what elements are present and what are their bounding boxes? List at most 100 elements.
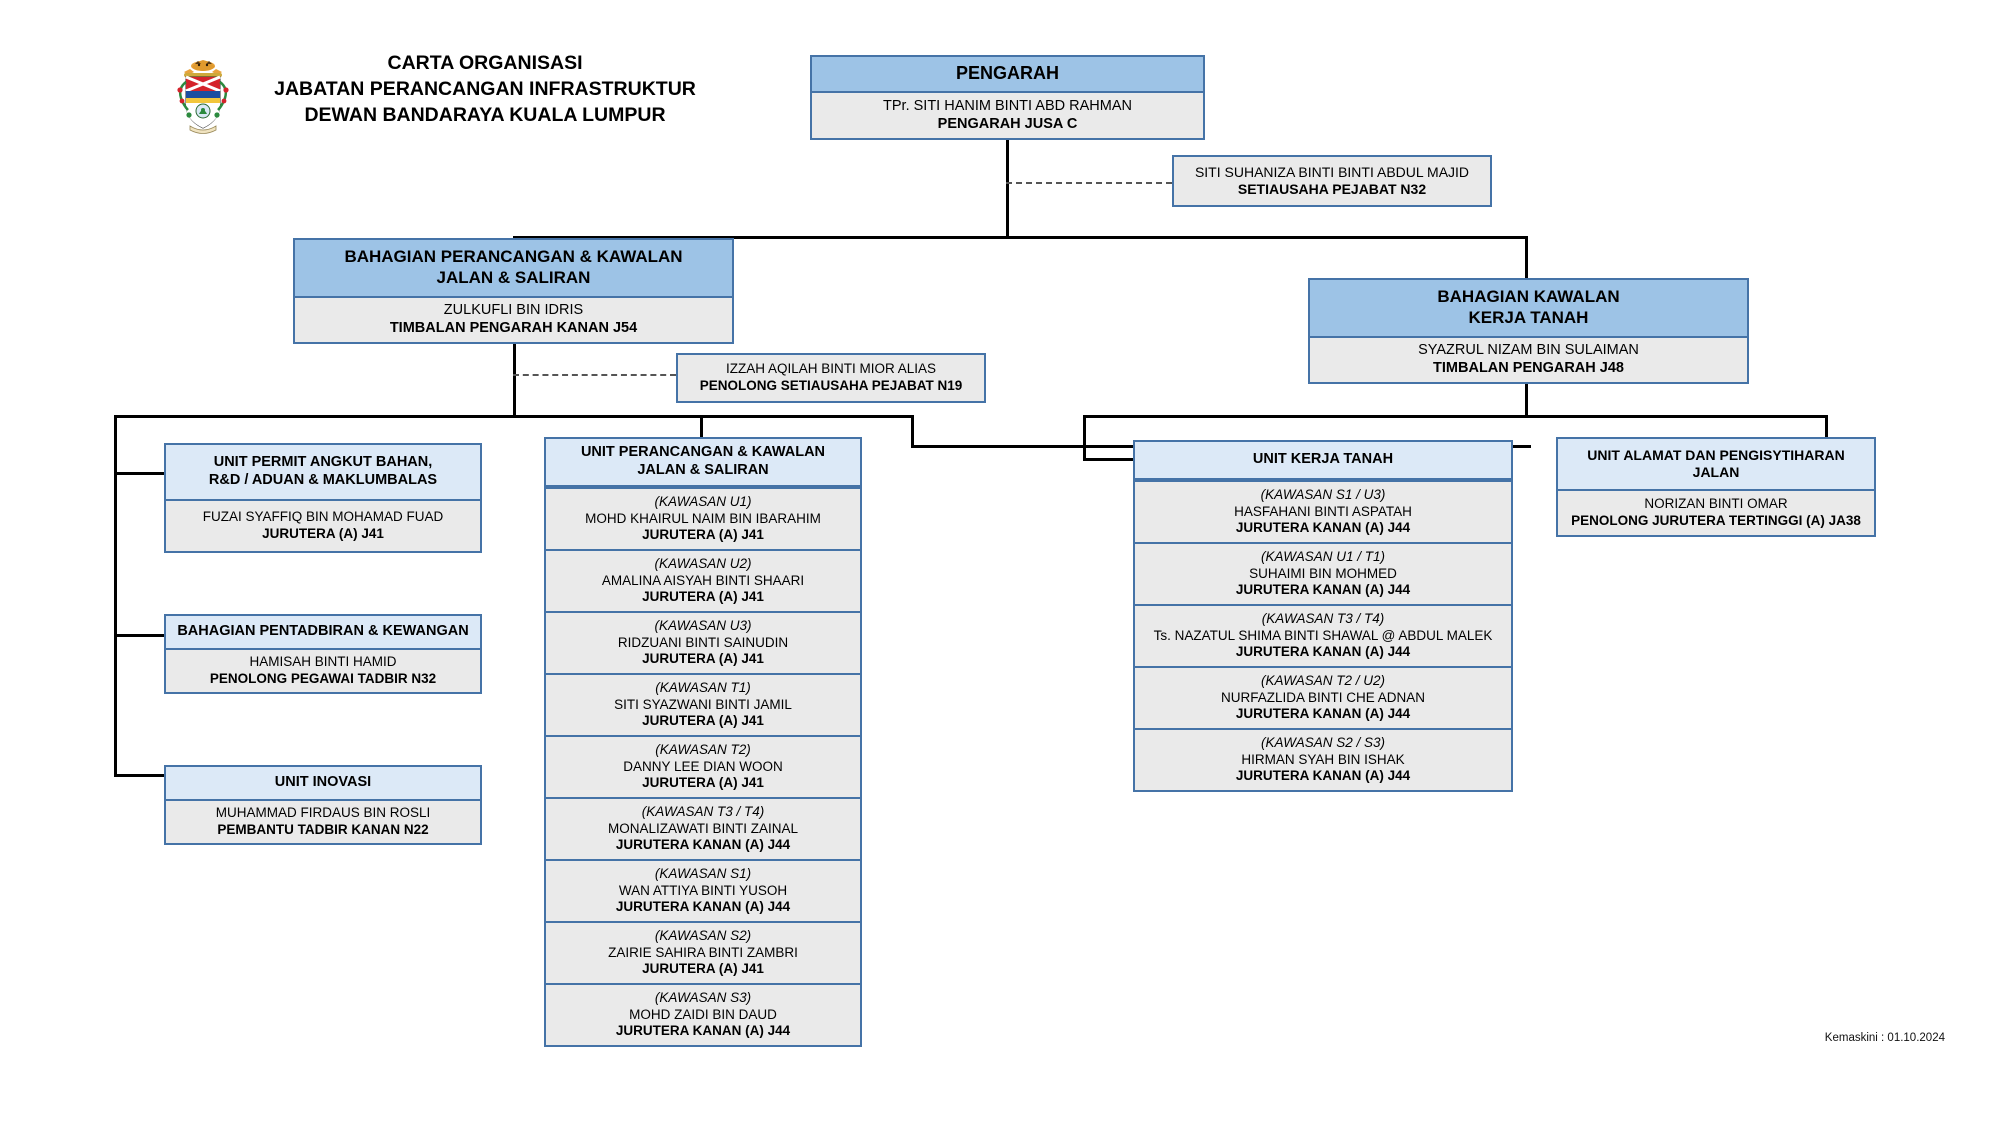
zone-row-area: (KAWASAN S2)	[654, 927, 752, 943]
zone-row-position: JURUTERA (A) J41	[642, 713, 764, 729]
node-division-left-title-line-2: JALAN & SALIRAN	[436, 268, 591, 287]
node-division-left-secretary[interactable]: IZZAH AQILAH BINTI MIOR ALIAS PENOLONG S…	[676, 353, 986, 403]
node-unit-pentadbiran[interactable]: BAHAGIAN PENTADBIRAN & KEWANGAN HAMISAH …	[164, 614, 482, 694]
node-unit-alamat-title-line-1: UNIT ALAMAT DAN PENGISYTIHARAN	[1587, 446, 1845, 463]
connector-to-unit-inovasi	[114, 774, 164, 777]
node-director[interactable]: PENGARAH TPr. SITI HANIM BINTI ABD RAHMA…	[810, 55, 1205, 140]
zone-row-position: JURUTERA (A) J41	[642, 651, 764, 667]
node-director-position: PENGARAH JUSA C	[937, 115, 1078, 132]
node-division-right-title: BAHAGIAN KAWALAN KERJA TANAH	[1310, 280, 1747, 338]
zone-row-area: (KAWASAN S1)	[654, 865, 752, 881]
node-director-secretary-position: SETIAUSAHA PEJABAT N32	[1237, 181, 1427, 197]
node-unit-perancangan-title-line-1: UNIT PERANCANGAN & KAWALAN	[580, 444, 826, 461]
zone-row-name: RIDZUANI BINTI SAINUDIN	[617, 634, 789, 650]
chart-title-block: CARTA ORGANISASI JABATAN PERANCANGAN INF…	[170, 50, 730, 140]
node-unit-permit-position: JURUTERA (A) J41	[262, 526, 384, 541]
node-unit-permit-title-line-2: R&D / ADUAN & MAKLUMBALAS	[208, 472, 438, 488]
zone-row-name: Ts. NAZATUL SHIMA BINTI SHAWAL @ ABDUL M…	[1153, 627, 1493, 643]
zone-row-position: JURUTERA (A) J41	[642, 589, 764, 605]
node-unit-inovasi[interactable]: UNIT INOVASI MUHAMMAD FIRDAUS BIN ROSLI …	[164, 765, 482, 845]
node-unit-alamat-title: UNIT ALAMAT DAN PENGISYTIHARAN JALAN	[1558, 439, 1874, 491]
node-director-title: PENGARAH	[812, 57, 1203, 93]
zone-row-position: JURUTERA KANAN (A) J44	[1235, 520, 1411, 536]
connector-left-backbone-right-end	[911, 415, 914, 448]
node-unit-permit-title-line-1: UNIT PERMIT ANGKUT BAHAN,	[213, 454, 433, 471]
node-division-left-secretary-name: IZZAH AQILAH BINTI MIOR ALIAS	[725, 361, 937, 377]
connector-divisions-horizontal	[513, 236, 1528, 239]
zone-row-position: JURUTERA KANAN (A) J44	[615, 899, 791, 915]
node-unit-pentadbiran-title: BAHAGIAN PENTADBIRAN & KEWANGAN	[166, 616, 480, 650]
node-director-secretary-name: SITI SUHANIZA BINTI BINTI ABDUL MAJID	[1194, 163, 1470, 180]
zone-row-name: MONALIZAWATI BINTI ZAINAL	[607, 820, 798, 836]
zone-row-area: (KAWASAN S2 / S3)	[1260, 734, 1386, 750]
zone-row-position: JURUTERA KANAN (A) J44	[1235, 582, 1411, 598]
zone-row-position: JURUTERA (A) J41	[642, 527, 764, 543]
zone-row-position: JURUTERA KANAN (A) J44	[615, 1023, 791, 1039]
node-division-left-secretary-position: PENOLONG SETIAUSAHA PEJABAT N19	[699, 378, 963, 393]
zone-row[interactable]: (KAWASAN T2 / U2)NURFAZLIDA BINTI CHE AD…	[1135, 666, 1511, 728]
node-division-right-position: TIMBALAN PENGARAH J48	[1433, 360, 1624, 376]
node-unit-pentadbiran-position: PENOLONG PEGAWAI TADBIR N32	[209, 671, 437, 686]
zone-row-area: (KAWASAN S1 / U3)	[1260, 486, 1386, 502]
connector-to-unit-perancangan	[700, 415, 703, 437]
node-unit-permit-title: UNIT PERMIT ANGKUT BAHAN, R&D / ADUAN & …	[166, 445, 480, 501]
node-director-secretary[interactable]: SITI SUHANIZA BINTI BINTI ABDUL MAJID SE…	[1172, 155, 1492, 207]
zone-row[interactable]: (KAWASAN U1)MOHD KHAIRUL NAIM BIN IBARAH…	[546, 487, 860, 549]
node-unit-kerja-tanah-title: UNIT KERJA TANAH	[1135, 442, 1511, 480]
connector-division-left-secretary-dashed	[513, 374, 676, 376]
node-division-left[interactable]: BAHAGIAN PERANCANGAN & KAWALAN JALAN & S…	[293, 238, 734, 344]
connector-division-right-down	[1525, 236, 1528, 278]
zone-row-name: MOHD KHAIRUL NAIM BIN IBARAHIM	[585, 510, 821, 526]
connector-division-left-to-units	[513, 344, 516, 416]
page-title-line-1: CARTA ORGANISASI	[387, 52, 583, 74]
connector-to-unit-permit	[114, 472, 164, 475]
connector-director-secretary-dashed	[1006, 182, 1172, 184]
zone-row-name: DANNY LEE DIAN WOON	[623, 758, 783, 774]
node-unit-alamat[interactable]: UNIT ALAMAT DAN PENGISYTIHARAN JALAN NOR…	[1556, 437, 1876, 537]
node-unit-alamat-name: NORIZAN BINTI OMAR	[1644, 496, 1788, 512]
zone-row-position: JURUTERA KANAN (A) J44	[615, 837, 791, 853]
connector-right-units-horizontal	[1083, 415, 1828, 418]
node-unit-permit-name: FUZAI SYAFFIQ BIN MOHAMAD FUAD	[202, 509, 444, 525]
unit-perancangan-row-list: (KAWASAN U1)MOHD KHAIRUL NAIM BIN IBARAH…	[546, 487, 860, 1045]
zone-row-name: SITI SYAZWANI BINTI JAMIL	[614, 696, 792, 712]
zone-row-name: HASFAHANI BINTI ASPATAH	[1234, 503, 1412, 519]
zone-row-area: (KAWASAN T3 / T4)	[641, 803, 765, 819]
node-unit-alamat-title-line-2: JALAN	[1692, 464, 1740, 480]
node-division-left-position: TIMBALAN PENGARAH KANAN J54	[389, 320, 638, 336]
zone-row-position: JURUTERA KANAN (A) J44	[1235, 644, 1411, 660]
zone-row[interactable]: (KAWASAN S1 / U3)HASFAHANI BINTI ASPATAH…	[1135, 480, 1511, 542]
node-division-left-title-line-1: BAHAGIAN PERANCANGAN & KAWALAN	[344, 247, 683, 267]
zone-row-name: MOHD ZAIDI BIN DAUD	[629, 1006, 777, 1022]
zone-row-position: JURUTERA KANAN (A) J44	[1235, 768, 1411, 784]
node-division-right-name: SYAZRUL NIZAM BIN SULAIMAN	[1418, 342, 1639, 359]
zone-row[interactable]: (KAWASAN T3 / T4)Ts. NAZATUL SHIMA BINTI…	[1135, 604, 1511, 666]
zone-row-area: (KAWASAN T3 / T4)	[1261, 610, 1385, 626]
connector-to-unit-pentadbiran	[114, 634, 164, 637]
node-unit-perancangan-title-line-2: JALAN & SALIRAN	[637, 462, 769, 478]
zone-row-area: (KAWASAN T1)	[655, 679, 751, 695]
zone-row-area: (KAWASAN T2 / U2)	[1260, 672, 1386, 688]
connector-left-units-horizontal	[114, 415, 914, 418]
zone-row-name: NURFAZLIDA BINTI CHE ADNAN	[1220, 689, 1426, 705]
zone-row-position: JURUTERA (A) J41	[642, 961, 764, 977]
zone-row-name: ZAIRIE SAHIRA BINTI ZAMBRI	[608, 944, 798, 960]
kuala-lumpur-coat-of-arms-icon	[177, 60, 229, 134]
node-division-right[interactable]: BAHAGIAN KAWALAN KERJA TANAH SYAZRUL NIZ…	[1308, 278, 1749, 384]
zone-row-area: (KAWASAN T2)	[655, 741, 751, 757]
connector-left-spine	[114, 415, 117, 777]
zone-row[interactable]: (KAWASAN T3 / T4)MONALIZAWATI BINTI ZAIN…	[546, 797, 860, 859]
page-title-line-2: JABATAN PERANCANGAN INFRASTRUKTUR	[274, 78, 696, 101]
page-title: CARTA ORGANISASI JABATAN PERANCANGAN INF…	[245, 50, 725, 128]
node-unit-permit[interactable]: UNIT PERMIT ANGKUT BAHAN, R&D / ADUAN & …	[164, 443, 482, 553]
